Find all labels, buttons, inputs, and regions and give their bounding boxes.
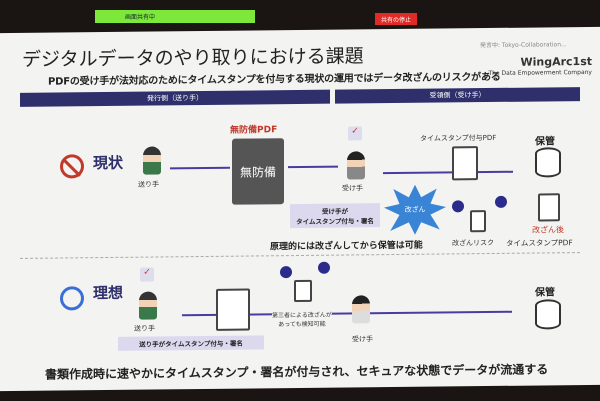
stamp-icon: ✓ (348, 126, 362, 141)
stamp-icon: ✓ (140, 267, 154, 282)
arrow (383, 170, 513, 175)
database-icon (535, 147, 561, 178)
detect-note: 第三者による改ざんが あっても検知可能 (272, 309, 332, 329)
slide: 発言中: Tokyo-Collaboration... デジタルデータのやり取り… (0, 26, 600, 392)
after-tamper-pdf-label: タイムスタンプPDF (506, 238, 573, 248)
virus-icon (452, 200, 464, 213)
virus-icon (318, 261, 330, 274)
unprotected-pdf-title: 無防備PDF (230, 125, 278, 136)
header-sender: 発行側（送り手） (20, 89, 330, 107)
stop-sharing-button[interactable]: 共有の停止 (375, 13, 417, 25)
row-label-ideal: 理想 (93, 283, 124, 303)
circle-ok-icon (60, 286, 84, 311)
arrow (170, 166, 230, 170)
sender-note: 送り手がタイムスタンプ付与・署名 (118, 335, 264, 351)
after-tamper-pdf-icon (538, 193, 560, 222)
logo-tagline: The Data Empowerment Company (488, 68, 592, 78)
principle-note: 原理的には改ざんしてから保管は可能 (270, 240, 423, 253)
sender-person-icon (143, 146, 161, 175)
receiver-label: 受け手 (342, 184, 363, 193)
speaker-indicator: 発言中: Tokyo-Collaboration... (480, 41, 567, 50)
slide-title: デジタルデータのやり取りにおける課題 (22, 45, 364, 71)
ideal-sender-label: 送り手 (134, 324, 155, 333)
tamper-label: 改ざん (404, 205, 426, 214)
sender-person-icon (139, 291, 157, 320)
tampered-pdf-icon (470, 210, 486, 233)
stamped-pdf-label: タイムスタンプ付与PDF (420, 133, 497, 143)
conclusion-text: 書類作成時に速やかにタイムスタンプ・署名が付与され、セキュアな状態でデータが流通… (45, 362, 549, 382)
sender-label: 送り手 (138, 180, 159, 189)
storage-label: 保管 (535, 136, 555, 148)
unprotected-doc-label: 無防備 (239, 164, 276, 180)
receiver-person-icon (347, 151, 365, 180)
row-divider (20, 252, 580, 259)
virus-icon (280, 266, 292, 279)
secured-pdf-icon (216, 288, 250, 331)
prohibited-icon (60, 154, 84, 179)
stamped-pdf-icon (452, 146, 478, 181)
database-icon (535, 299, 561, 330)
virus-icon (495, 195, 507, 208)
small-pdf-icon (294, 279, 312, 303)
logo-name: WingArc1st (520, 54, 592, 69)
tamper-burst: 改ざん (384, 184, 446, 235)
header-receiver: 受領側（受け手） (335, 87, 580, 104)
row-label-current: 現状 (93, 153, 124, 173)
after-tamper-label: 改ざん後 (532, 225, 564, 235)
receiver-note: 受け手が タイムスタンプ付与・署名 (290, 203, 380, 229)
arrow (288, 165, 338, 169)
unprotected-pdf-icon: 無防備 (232, 138, 284, 205)
receiver-person-icon (352, 295, 370, 324)
tamper-risk-label: 改ざんリスク (452, 238, 494, 248)
storage-label: 保管 (535, 287, 555, 299)
screen-sharing-indicator: 画面共有中 (95, 10, 255, 23)
ideal-receiver-label: 受け手 (352, 335, 373, 344)
